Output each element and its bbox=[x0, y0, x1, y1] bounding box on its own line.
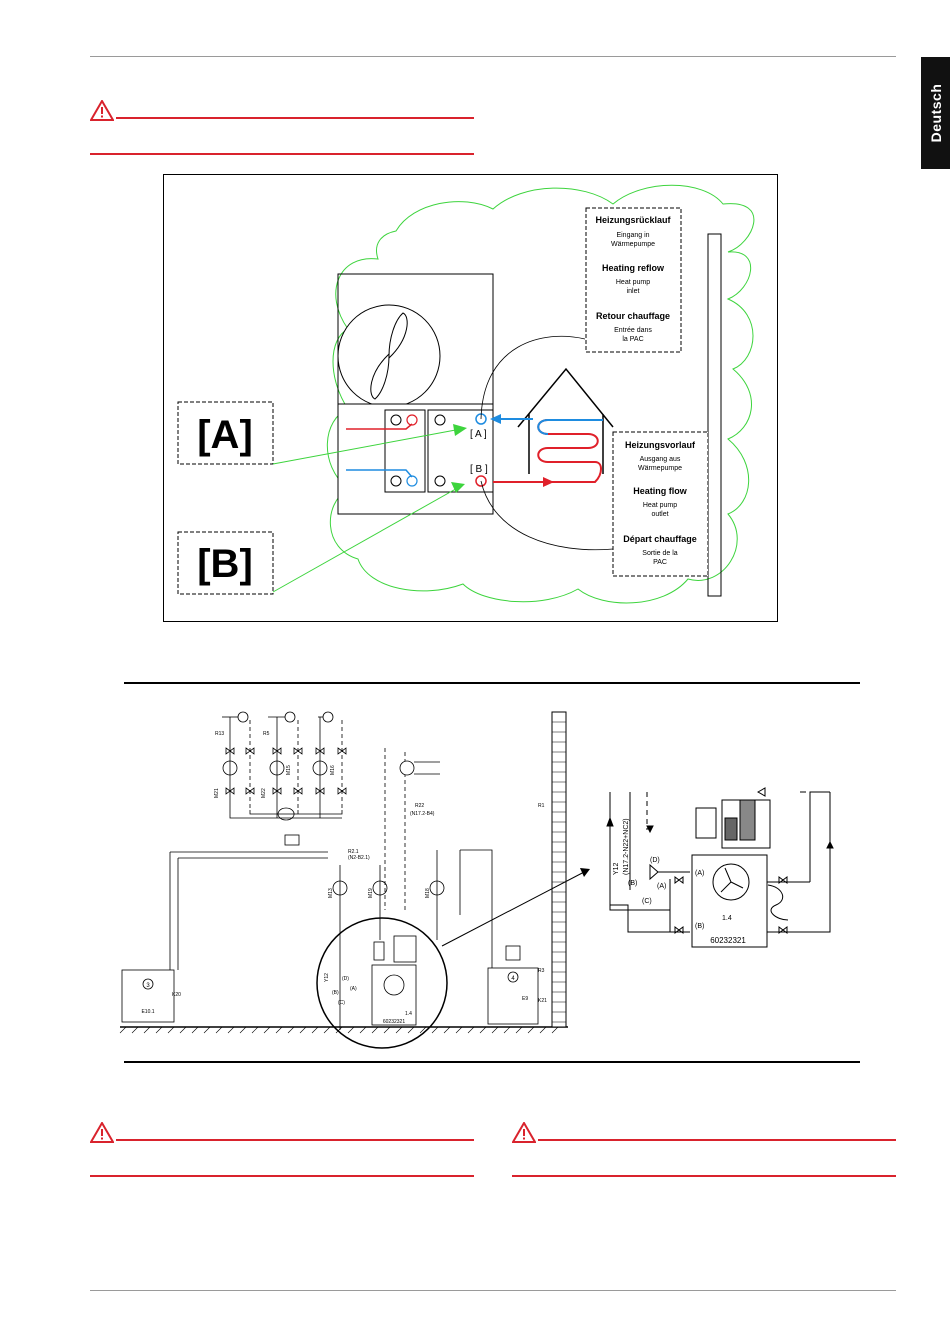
port-a-label: [ A ] bbox=[470, 429, 487, 440]
heating-circuit-2 bbox=[268, 711, 303, 810]
svg-text:M15: M15 bbox=[286, 765, 292, 775]
warning-icon bbox=[90, 100, 114, 121]
footer-rule bbox=[90, 1290, 896, 1291]
connection-diagram: [ A ] [ B ] [A] [B] Heizungsrücklauf Ein… bbox=[163, 174, 778, 622]
svg-text:(C): (C) bbox=[642, 898, 652, 905]
house-icon bbox=[517, 367, 614, 474]
svg-text:60232321: 60232321 bbox=[710, 936, 746, 945]
svg-text:(N2-B2.1): (N2-B2.1) bbox=[348, 855, 370, 861]
svg-text:M21: M21 bbox=[214, 788, 220, 798]
warning-left-rule-bottom bbox=[90, 1175, 474, 1177]
svg-text:Y12: Y12 bbox=[324, 973, 330, 982]
svg-text:E10.1: E10.1 bbox=[141, 1009, 154, 1015]
warning-icon-right bbox=[512, 1122, 536, 1143]
svg-text:R2.1: R2.1 bbox=[348, 849, 359, 855]
svg-text:K20: K20 bbox=[172, 992, 181, 998]
svg-text:outlet: outlet bbox=[651, 511, 668, 518]
svg-text:Heating flow: Heating flow bbox=[633, 486, 687, 496]
svg-text:(N17.2-B4): (N17.2-B4) bbox=[410, 811, 435, 817]
svg-text:60232321: 60232321 bbox=[383, 1019, 405, 1025]
callout-a-box bbox=[177, 401, 274, 465]
warning-icon-left bbox=[90, 1122, 114, 1143]
svg-text:R22: R22 bbox=[415, 803, 424, 809]
svg-text:(C): (C) bbox=[338, 1000, 345, 1006]
svg-text:(A): (A) bbox=[695, 870, 704, 877]
svg-text:(B): (B) bbox=[628, 880, 637, 887]
svg-text:Heat pump: Heat pump bbox=[616, 279, 650, 286]
callout-b-label: [B] bbox=[197, 542, 253, 586]
svg-text:R3: R3 bbox=[538, 968, 545, 974]
detail-heat-pump bbox=[606, 787, 834, 948]
warning-rule-bottom bbox=[90, 153, 474, 155]
svg-text:Heat pump: Heat pump bbox=[643, 502, 677, 509]
brick-wall bbox=[551, 711, 567, 1028]
flow-info-box bbox=[612, 431, 709, 577]
svg-text:M22: M22 bbox=[261, 788, 267, 798]
svg-text:(N17.2-N22+NC2): (N17.2-N22+NC2) bbox=[623, 818, 630, 875]
svg-text:Eingang in: Eingang in bbox=[616, 232, 649, 239]
svg-text:inlet: inlet bbox=[627, 288, 640, 295]
svg-text:M13: M13 bbox=[328, 888, 334, 898]
svg-text:Wärmepumpe: Wärmepumpe bbox=[611, 241, 655, 248]
warning-right-rule-top bbox=[538, 1139, 896, 1141]
svg-text:PAC: PAC bbox=[653, 559, 667, 566]
svg-text:Sortie de la: Sortie de la bbox=[642, 550, 678, 557]
svg-text:Entrée dans: Entrée dans bbox=[614, 327, 652, 334]
svg-text:(A): (A) bbox=[350, 986, 357, 992]
port-b-label: [ B ] bbox=[470, 464, 488, 475]
svg-text:4: 4 bbox=[511, 976, 515, 982]
heating-circuit-3 bbox=[312, 711, 347, 810]
return-info-box bbox=[585, 207, 682, 353]
svg-text:Ausgang aus: Ausgang aus bbox=[640, 456, 681, 463]
svg-text:M19: M19 bbox=[368, 888, 374, 898]
svg-text:(A): (A) bbox=[657, 883, 666, 890]
detail-magnifier bbox=[316, 917, 448, 1049]
svg-text:Y12: Y12 bbox=[613, 862, 620, 875]
svg-text:(B): (B) bbox=[332, 990, 339, 996]
warning-left-rule-top bbox=[116, 1139, 474, 1141]
svg-text:Retour chauffage: Retour chauffage bbox=[596, 311, 670, 321]
svg-text:1.4: 1.4 bbox=[405, 1011, 412, 1017]
svg-text:Wärmepumpe: Wärmepumpe bbox=[638, 465, 682, 472]
callout-b-box bbox=[177, 531, 274, 595]
warning-right-rule-bottom bbox=[512, 1175, 896, 1177]
storage-pump-icon bbox=[399, 760, 415, 776]
svg-text:3: 3 bbox=[146, 983, 150, 989]
language-tab-label: Deutsch bbox=[927, 83, 944, 143]
svg-text:R1: R1 bbox=[538, 803, 545, 809]
svg-text:Heating reflow: Heating reflow bbox=[602, 263, 665, 273]
svg-text:(B): (B) bbox=[695, 923, 704, 930]
figure2-bottom-rule bbox=[124, 1061, 860, 1063]
heating-circuit-1 bbox=[222, 711, 255, 810]
svg-text:(D): (D) bbox=[650, 857, 660, 864]
header-rule bbox=[90, 56, 896, 57]
svg-text:M18: M18 bbox=[425, 888, 431, 898]
svg-text:Départ chauffage: Départ chauffage bbox=[623, 534, 697, 544]
figure2-top-rule bbox=[124, 682, 860, 684]
svg-text:R5: R5 bbox=[263, 731, 270, 737]
svg-text:Heizungsrücklauf: Heizungsrücklauf bbox=[595, 215, 671, 225]
svg-text:1.4: 1.4 bbox=[722, 915, 732, 922]
svg-text:R13: R13 bbox=[215, 731, 224, 737]
language-tab[interactable]: Deutsch bbox=[921, 57, 950, 169]
svg-text:Heizungsvorlauf: Heizungsvorlauf bbox=[625, 440, 696, 450]
svg-text:la PAC: la PAC bbox=[622, 336, 643, 343]
svg-text:M16: M16 bbox=[330, 765, 336, 775]
svg-text:E9: E9 bbox=[522, 996, 528, 1002]
warning-rule-top bbox=[116, 117, 474, 119]
svg-text:(D): (D) bbox=[342, 976, 349, 982]
callout-a-label: [A] bbox=[197, 413, 253, 457]
hydraulic-schematic: 3 E10.1 4 60232321 R13 R5 M21 M22 M15 M1… bbox=[119, 711, 834, 1049]
svg-text:K21: K21 bbox=[538, 998, 547, 1004]
